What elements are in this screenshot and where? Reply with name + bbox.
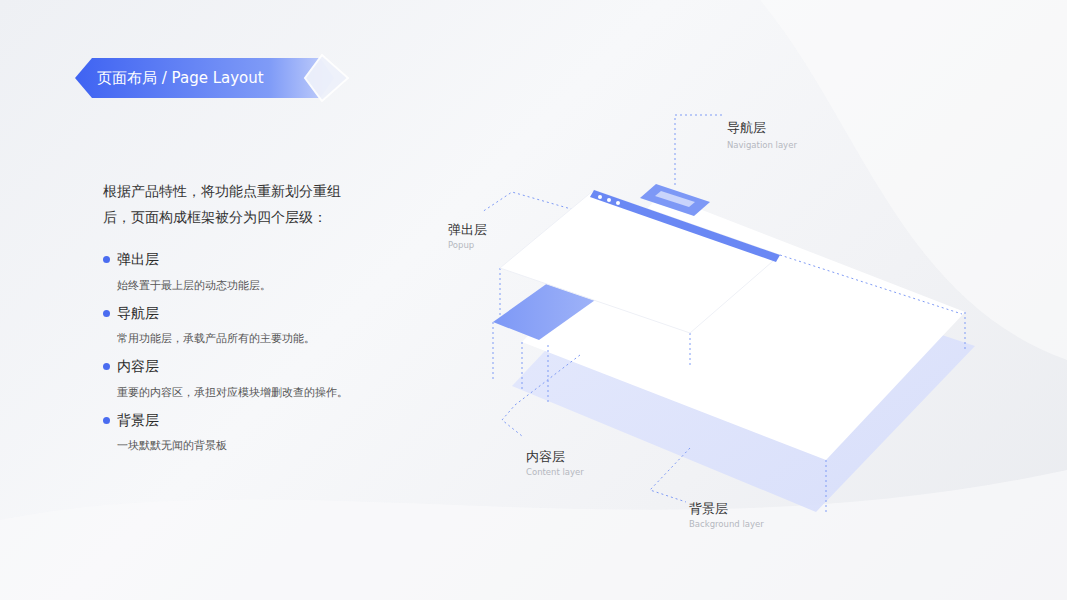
callout-label: 背景层 xyxy=(689,500,728,518)
layer-desc: 始终置于最上层的动态功能层。 xyxy=(117,278,271,293)
bullet-dot xyxy=(103,256,110,263)
layer-title: 背景层 xyxy=(117,411,159,430)
callout-sub: Background layer xyxy=(689,518,764,530)
layer-title: 弹出层 xyxy=(117,250,159,269)
callout-sub: Popup xyxy=(448,239,474,251)
callout-label: 内容层 xyxy=(526,448,565,466)
layer-desc: 一块默默无闻的背景板 xyxy=(117,438,227,453)
bullet-dot xyxy=(103,310,110,317)
intro-text: 根据产品特性，将功能点重新划分重组后，页面构成框架被分为四个层级： xyxy=(103,178,351,230)
layer-title: 导航层 xyxy=(117,304,159,323)
callout-label: 弹出层 xyxy=(448,221,487,239)
bullet-dot xyxy=(103,363,110,370)
callout-sub: Content layer xyxy=(526,466,584,478)
layer-desc: 常用功能层，承载产品所有的主要功能。 xyxy=(117,331,315,346)
callout-label: 导航层 xyxy=(727,119,766,137)
layer-desc: 重要的内容区，承担对应模块增删改查的操作。 xyxy=(117,385,348,400)
bullet-dot xyxy=(103,417,110,424)
layer-title: 内容层 xyxy=(117,357,159,376)
callout-sub: Navigation layer xyxy=(727,139,797,151)
title-text: 页面布局 / Page Layout xyxy=(97,68,264,88)
